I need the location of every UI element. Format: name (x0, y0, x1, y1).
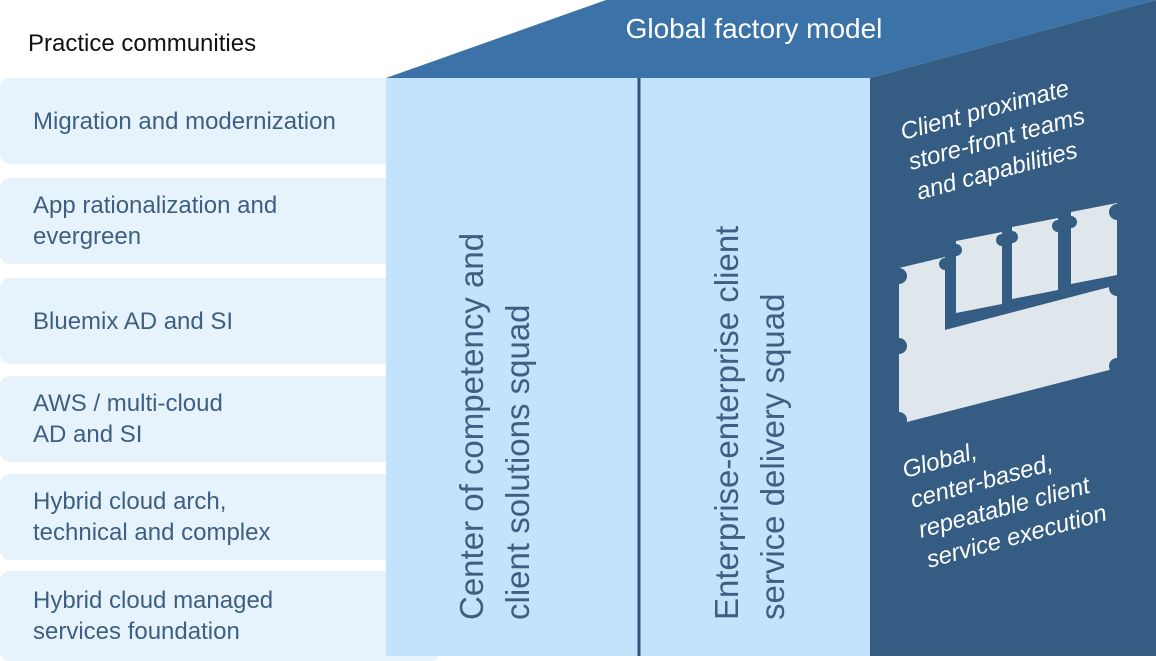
practice-item-label: Hybrid cloud managed services foundation (33, 587, 274, 645)
column1-line1: Center of competency and (453, 233, 490, 620)
cube-top-face (386, 0, 1156, 78)
practice-item: AWS / multi-cloud AD and SI (0, 376, 440, 462)
practice-item: Hybrid cloud arch, technical and complex (0, 474, 440, 560)
practice-item: Migration and modernization (0, 78, 440, 164)
cube-front-face (386, 78, 870, 656)
column1-line2: client solutions squad (499, 304, 536, 620)
column2-line1: Enterprise-enterprise client (708, 226, 745, 620)
practice-item-label: Bluemix AD and SI (33, 307, 234, 335)
practice-item-label: App rationalization and evergreen (33, 192, 278, 250)
practice-item: Bluemix AD and SI (0, 278, 440, 364)
factory-title: Global factory model (626, 13, 883, 44)
practice-item-label: AWS / multi-cloud AD and SI (33, 390, 223, 448)
practice-item-label: Migration and modernization (33, 107, 336, 135)
practice-item: App rationalization and evergreen (0, 178, 440, 264)
practice-item-label: Hybrid cloud arch, technical and complex (33, 488, 271, 546)
practice-communities-heading: Practice communities (28, 30, 257, 57)
practice-item: Hybrid cloud managed services foundation (0, 571, 440, 661)
store-front-building-icon (891, 203, 1125, 428)
column2-line2: service delivery squad (754, 294, 791, 621)
